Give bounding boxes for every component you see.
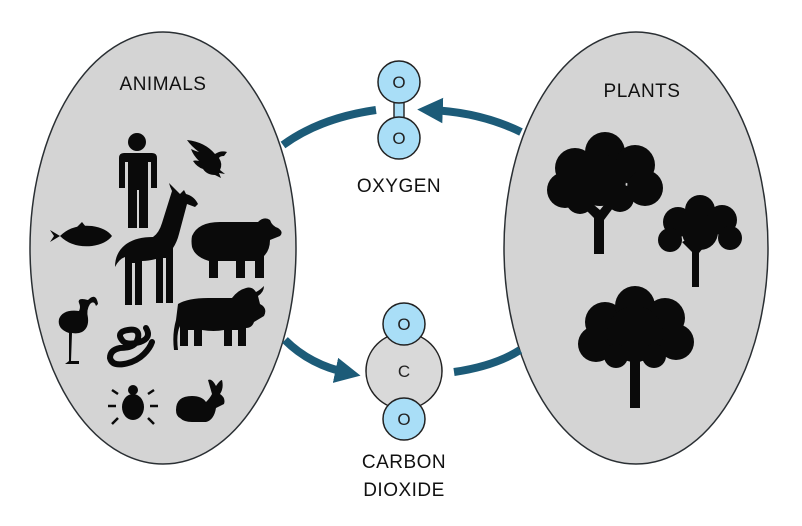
co2-label-line2: DIOXIDE: [363, 480, 445, 501]
tree-icon: [547, 132, 663, 254]
giraffe-icon: [115, 183, 198, 305]
person-icon: [119, 133, 157, 228]
co2-oxygen-atom-1: O: [397, 315, 410, 334]
fish-icon: [50, 222, 112, 247]
arrow-animals-to-co2: [282, 337, 361, 383]
arrow-plants-to-oxygen: [417, 97, 523, 136]
co2-label-line1: CARBON: [361, 452, 447, 473]
oxygen-label: OXYGEN: [356, 176, 442, 197]
bear-icon: [191, 218, 282, 278]
flamingo-icon: [58, 296, 98, 364]
rabbit-icon: [176, 379, 225, 422]
plants-title: PLANTS: [603, 81, 681, 102]
tree-icon: [578, 286, 694, 408]
tree-icon: [658, 195, 742, 287]
co2-molecule: O C O: [365, 302, 443, 441]
beetle-icon: [108, 385, 158, 425]
co2-oxygen-atom-2: O: [397, 410, 410, 429]
oxygen-atom-1: O: [392, 73, 405, 92]
animals-title: ANIMALS: [119, 74, 207, 95]
plants-ellipse: [503, 31, 769, 465]
oxygen-molecule: O O: [377, 60, 421, 160]
snake-icon: [106, 325, 155, 368]
arc-animals-to-oxygen: [280, 106, 377, 149]
bull-icon: [173, 286, 266, 350]
oxygen-atom-2: O: [392, 129, 405, 148]
eagle-icon: [187, 140, 227, 178]
arc-co2-to-plants: [453, 346, 523, 376]
co2-carbon-atom: C: [398, 362, 410, 381]
